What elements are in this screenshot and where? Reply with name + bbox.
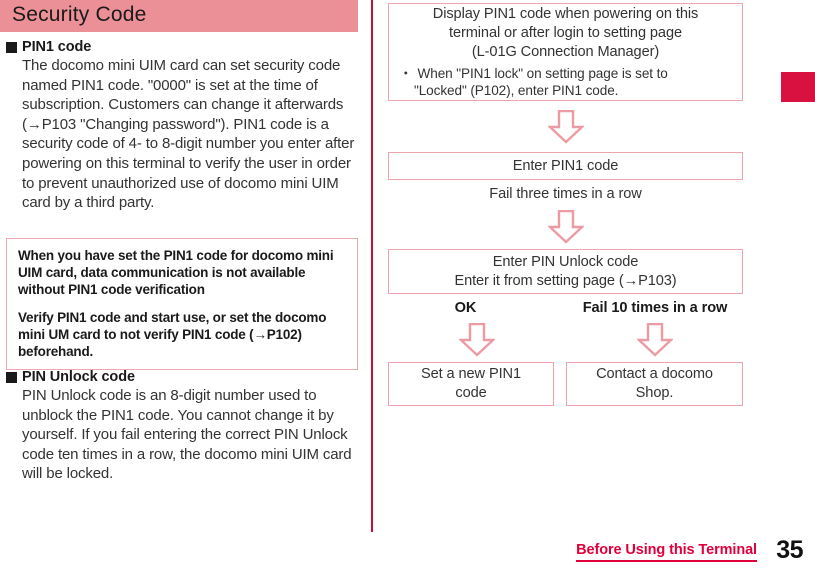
flow-box-1-line-2: terminal or after login to setting page xyxy=(449,24,682,41)
square-bullet-icon xyxy=(6,42,17,53)
note-box-pin1: When you have set the PIN1 code for doco… xyxy=(6,238,358,370)
flow-box-5-line-1: Contact a docomo xyxy=(596,366,713,382)
flow-box-1-line-1: Display PIN1 code when powering on this xyxy=(432,5,699,22)
flow-box-set-new-pin1: Set a new PIN1 code xyxy=(388,362,554,406)
flow-box-2-line-1: Enter PIN1 code xyxy=(512,157,619,174)
heading-pin-unlock-code: PIN Unlock code xyxy=(6,368,358,386)
down-arrow-icon xyxy=(459,323,495,357)
page-title: Security Code xyxy=(12,3,147,26)
flow-box-1-bullet-1-text: When "PIN1 lock" on setting page is set … xyxy=(417,65,668,81)
down-arrow-icon xyxy=(637,323,673,357)
right-column-flowchart: Display PIN1 code when powering on this … xyxy=(371,0,815,532)
footer-chapter-label: Before Using this Terminal xyxy=(576,542,757,562)
flow-box-1-bullet-1: ・ When "PIN1 lock" on setting page is se… xyxy=(389,65,742,82)
body-pin1-code: The docomo mini UIM card can set securit… xyxy=(22,57,355,212)
edge-chapter-tab xyxy=(781,72,815,102)
flow-box-1-bullet-2: "Locked" (P102), enter PIN1 code. xyxy=(389,82,742,99)
heading-pin-unlock-code-label: PIN Unlock code xyxy=(22,369,135,385)
down-arrow-icon xyxy=(548,110,584,144)
page-footer: Before Using this Terminal 35 xyxy=(0,532,815,569)
square-bullet-icon xyxy=(6,372,17,383)
flow-box-enter-pin1: Enter PIN1 code xyxy=(388,152,743,180)
flow-box-3-line-2: Enter it from setting page (→P103) xyxy=(454,272,677,289)
flow-box-display-pin1: Display PIN1 code when powering on this … xyxy=(388,3,743,101)
note-paragraph-1: When you have set the PIN1 code for doco… xyxy=(18,248,334,297)
flow-box-4-line-2: code xyxy=(455,385,487,401)
flow-box-1-bullet-2-text: "Locked" (P102), enter PIN1 code. xyxy=(414,82,619,98)
body-pin-unlock-code: PIN Unlock code is an 8-digit number use… xyxy=(22,387,352,483)
down-arrow-icon xyxy=(548,210,584,244)
flow-box-enter-pin-unlock: Enter PIN Unlock code Enter it from sett… xyxy=(388,249,743,294)
block-pin-unlock-code: PIN Unlock code PIN Unlock code is an 8-… xyxy=(6,368,358,484)
heading-pin1-code-label: PIN1 code xyxy=(22,39,92,55)
flow-box-1-line-3: (L-01G Connection Manager) xyxy=(471,43,660,60)
bullet-dot-icon: ・ xyxy=(399,65,413,81)
block-pin1-code: PIN1 code The docomo mini UIM card can s… xyxy=(6,38,358,213)
column-divider xyxy=(371,0,373,532)
flow-box-3-line-1: Enter PIN Unlock code xyxy=(492,253,639,270)
footer-page-number: 35 xyxy=(776,536,803,564)
flow-label-ok: OK xyxy=(454,300,477,316)
flow-box-contact-docomo-shop: Contact a docomo Shop. xyxy=(566,362,743,406)
section-header-bar: Security Code xyxy=(0,0,358,32)
flow-box-4-line-1: Set a new PIN1 xyxy=(420,366,521,382)
flow-box-5-line-2: Shop. xyxy=(635,385,674,401)
note-paragraph-2: Verify PIN1 code and start use, or set t… xyxy=(18,310,327,359)
heading-pin1-code: PIN1 code xyxy=(6,38,358,56)
flow-label-fail-three-times: Fail three times in a row xyxy=(489,186,642,202)
left-column: Security Code PIN1 code The docomo mini … xyxy=(0,0,371,532)
flow-label-fail-ten-times: Fail 10 times in a row xyxy=(582,300,728,316)
